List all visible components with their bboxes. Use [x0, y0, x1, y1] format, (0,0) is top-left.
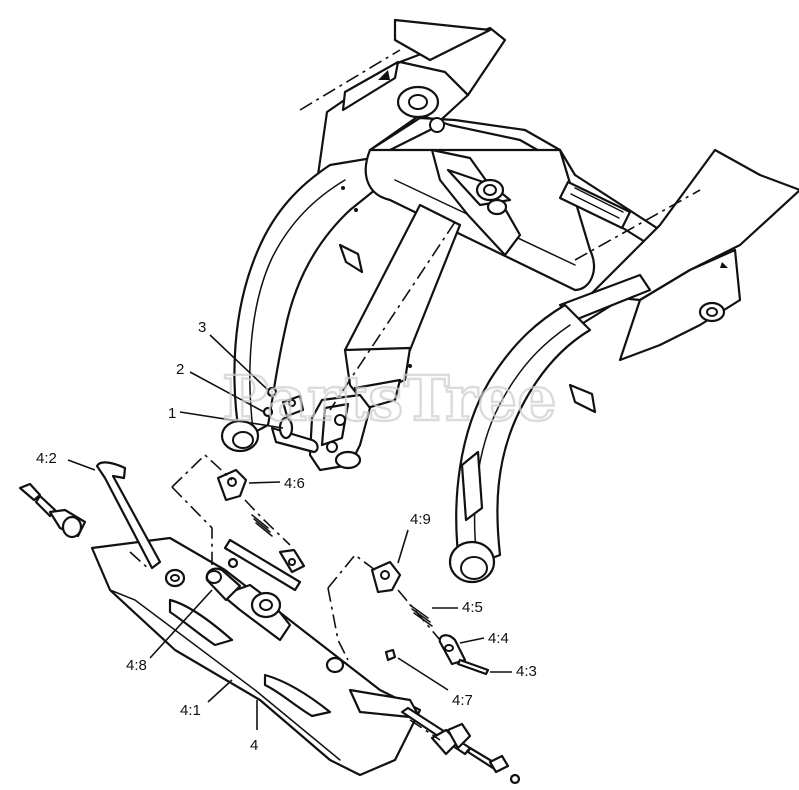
leader-4-4: [459, 637, 485, 644]
leader-4-9: [397, 529, 409, 564]
partstree-watermark: PartsTree: [222, 362, 557, 435]
assembly-line-c: [244, 499, 291, 546]
latch-right: [370, 560, 490, 676]
latch-left: [216, 468, 306, 574]
assembly-line-g: [129, 551, 151, 571]
frame-centerline: [299, 49, 401, 111]
leader-4-1: [207, 679, 233, 703]
assembly-line-b: [171, 486, 213, 565]
callout-4-6: 4:6: [284, 475, 305, 492]
callout-4-4: 4:4: [488, 630, 509, 647]
assembly-line-f: [397, 589, 441, 641]
callout-2: 2: [176, 361, 184, 378]
loader-frame: [220, 18, 799, 584]
attach-plate: [90, 536, 422, 777]
assembly-line-h: [409, 719, 441, 741]
callout-4-2: 4:2: [36, 450, 57, 467]
rod-bolt: [400, 706, 521, 785]
callout-1: 1: [168, 405, 176, 422]
leader-3: [209, 334, 269, 391]
callout-4-9: 4:9: [410, 511, 431, 528]
callout-4-5: 4:5: [462, 599, 483, 616]
assembly-line-d: [327, 553, 376, 589]
callout-4-1: 4:1: [180, 702, 201, 719]
cylinder-centerline: [329, 221, 456, 411]
leader-1: [179, 411, 284, 429]
leader-4-2: [67, 459, 96, 471]
callout-3: 3: [198, 319, 206, 336]
leader-4-7: [397, 657, 449, 691]
leader-4-6: [248, 481, 281, 484]
leader-2: [189, 371, 265, 413]
assembly-line-e: [327, 587, 349, 661]
tube-centerline: [574, 189, 701, 261]
release-handle: [18, 461, 162, 570]
pin-assembly: [262, 386, 319, 454]
leader-4-8: [149, 589, 213, 659]
callout-4: 4: [250, 737, 258, 754]
callout-4-3: 4:3: [516, 663, 537, 680]
callout-4-8: 4:8: [126, 657, 147, 674]
callout-4-7: 4:7: [452, 692, 473, 709]
